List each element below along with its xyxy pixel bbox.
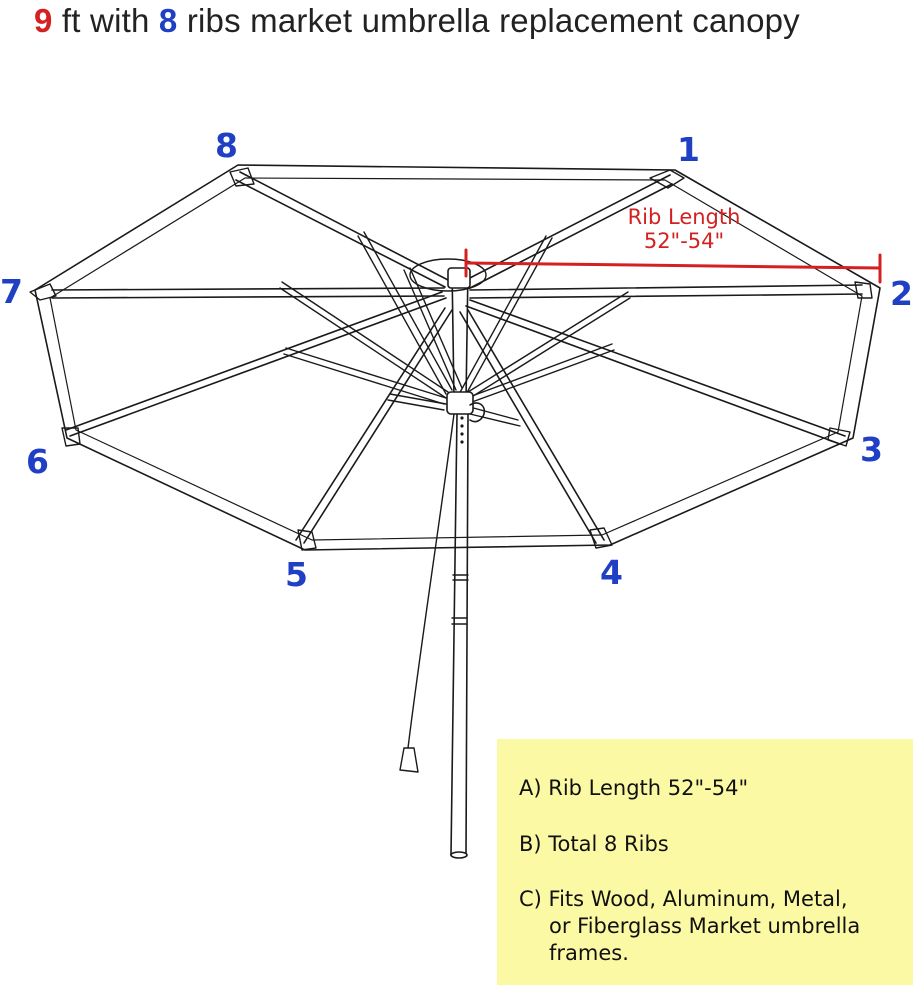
rib-3 [465,299,846,445]
rib-8 [235,171,449,288]
stretchers [279,231,631,427]
rib-tip-5 [297,529,317,551]
pull-cord [407,413,455,749]
rib-tip-4 [589,527,613,549]
rib-label-1: 1 [677,130,700,169]
pole-joint-2 [451,617,468,625]
rib-tip-8 [229,167,255,187]
rib-tip-1 [649,169,685,189]
rib-label-2: 2 [890,274,913,313]
rib-tip-3 [827,427,851,447]
canopy-inner-edge [49,177,863,541]
page-title: 9 ft with 8 ribs market umbrella replace… [34,2,800,40]
rib-7 [51,287,445,299]
pole-runner [446,391,474,415]
rib-label-7: 7 [0,272,23,311]
rib-tips [29,167,873,551]
rib-length-marker [464,248,882,284]
spec-fits-line-1: C) Fits Wood, Aluminum, Metal, [519,887,848,911]
rib-tip-2 [854,281,873,299]
spec-fits-line-3: frames. [549,941,629,965]
crank [469,402,486,423]
rib-tip-6 [61,427,81,447]
rib-6 [65,291,447,437]
rib-label-5: 5 [285,555,308,594]
spec-box: A) Rib Length 52"-54" B) Total 8 Ribs C)… [497,739,913,985]
rib-length-caption-line2: 52"-54" [643,229,725,253]
rib-4 [459,309,605,544]
rib-tip-7 [29,283,57,301]
title-text-2: ribs market umbrella replacement canopy [177,2,800,39]
rib-label-3: 3 [860,430,883,469]
spec-rib-length: A) Rib Length 52"-54" [519,776,749,800]
canopy-vent [409,258,487,292]
pole-holes [460,416,464,444]
title-ribs: 8 [158,2,178,39]
rib-label-4: 4 [600,553,623,592]
rib-length-caption-line1: Rib Length [627,205,741,229]
pole-end [450,851,468,859]
rib-label-8: 8 [215,126,238,165]
rib-2 [469,284,863,299]
pole-upper [451,267,469,401]
rib-length-caption: Rib Length 52"-54" [612,205,756,253]
title-text-1: ft with [52,2,159,39]
pole-lower [450,413,469,856]
cord-weight [399,747,419,773]
spec-fits-line-2: or Fiberglass Market umbrella [549,914,861,938]
rib-label-6: 6 [26,442,49,481]
pole-joint-1 [452,574,469,581]
spec-total-ribs: B) Total 8 Ribs [519,832,669,856]
title-feet: 9 [34,2,53,39]
